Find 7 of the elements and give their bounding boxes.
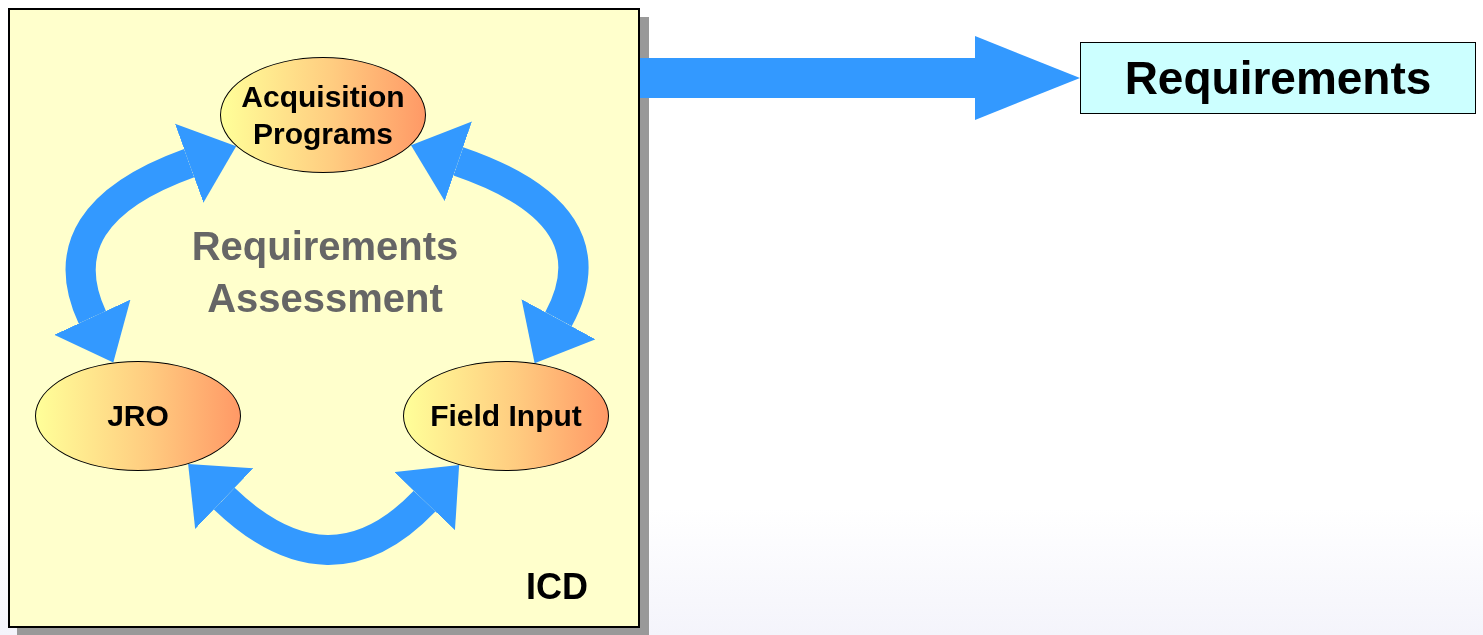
node-label: JRO: [106, 398, 170, 435]
box-label: Requirements: [1124, 51, 1432, 105]
result-box: [1080, 42, 1476, 114]
heading-text: Requirements Assessment: [190, 223, 460, 322]
panel-label: ICD: [526, 566, 588, 608]
node-label: Field Input: [429, 398, 583, 435]
node-label: Acquisition Programs: [240, 78, 406, 152]
